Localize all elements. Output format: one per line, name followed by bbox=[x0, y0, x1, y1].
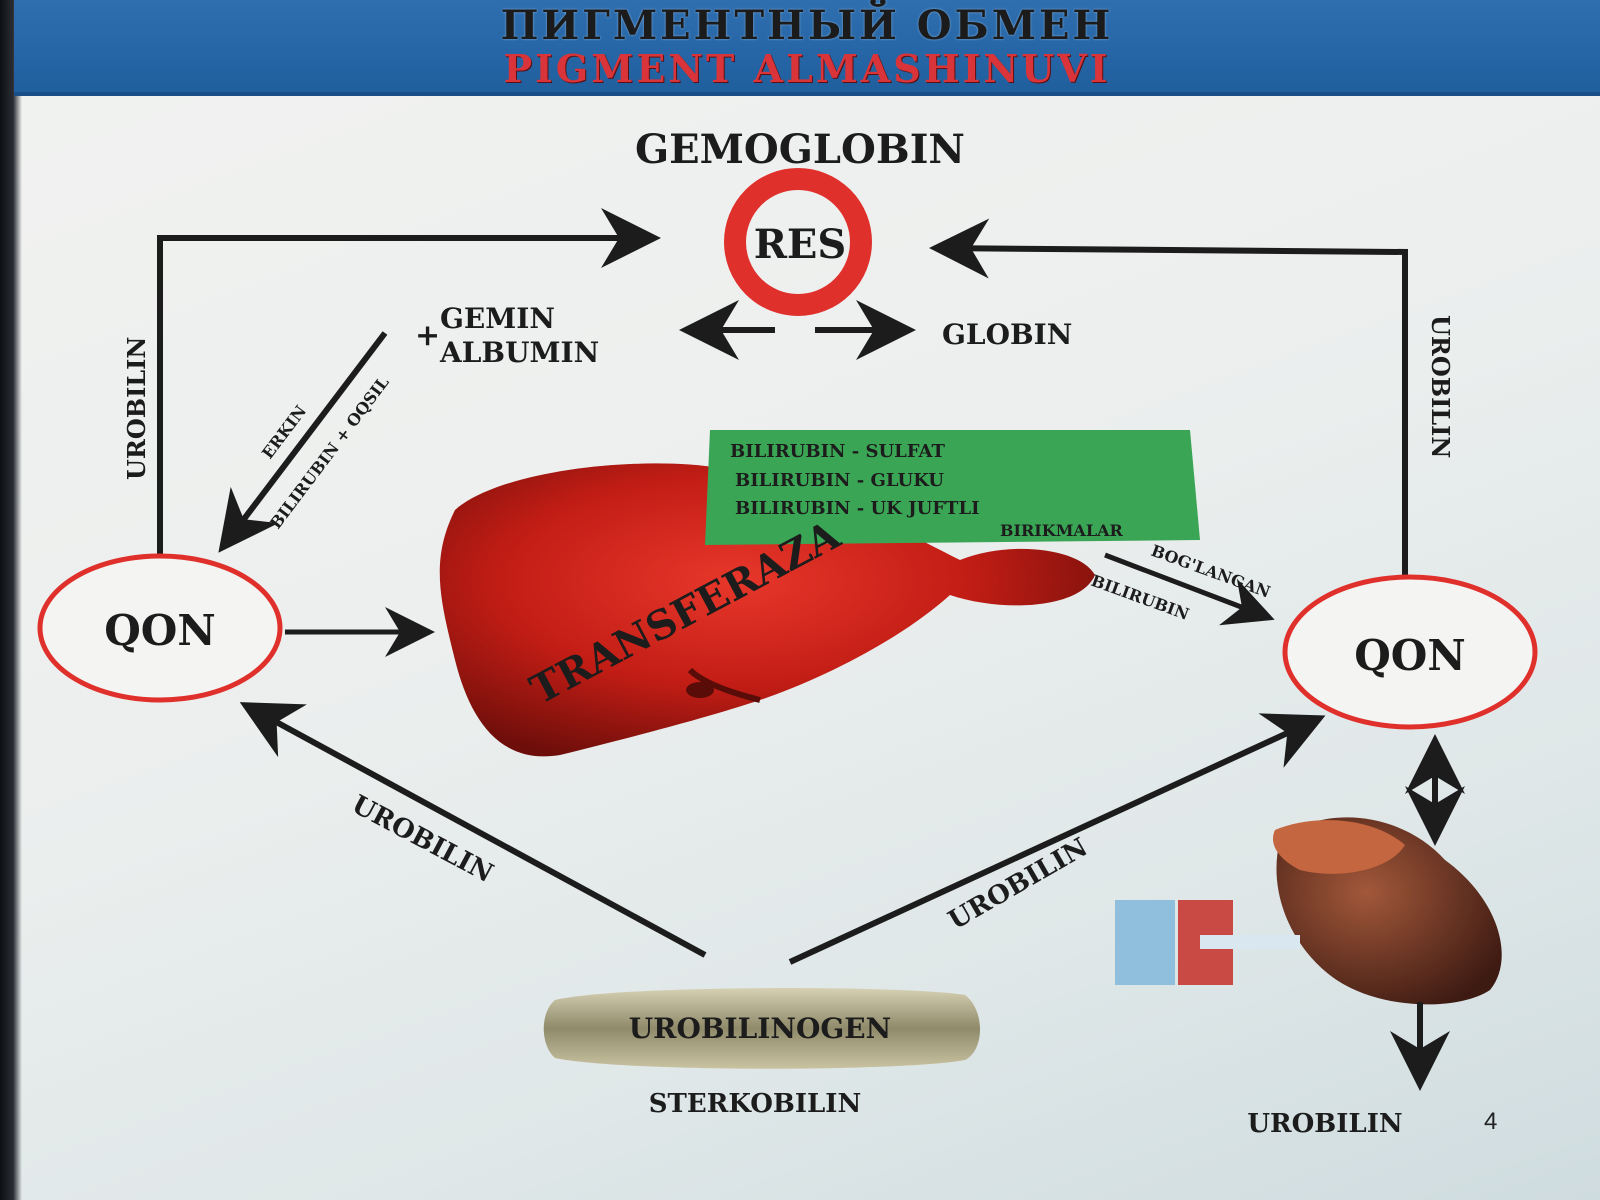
slide-header: ПИГМЕНТНЫЙ ОБМЕН PIGMENT ALMASHINUVI bbox=[14, 0, 1600, 96]
green-box-line-4: BIRIKMALAR bbox=[1000, 521, 1123, 540]
intestine-illustration: UROBILINOGEN bbox=[543, 988, 980, 1069]
globin-label: GLOBIN bbox=[942, 318, 1072, 351]
bilirubin-label: BILIRUBIN bbox=[1089, 571, 1192, 624]
green-box-line-2: BILIRUBIN - GLUKU bbox=[735, 470, 944, 491]
qon-right-label: QON bbox=[1354, 631, 1466, 680]
title-russian: ПИГМЕНТНЫЙ ОБМЕН bbox=[500, 2, 1114, 49]
arrow-qon-right-to-res bbox=[929, 218, 1408, 580]
arrow-liver-to-qon-right bbox=[1104, 552, 1275, 626]
liver-illustration bbox=[439, 463, 1096, 757]
qon-right-node: QON bbox=[1282, 574, 1538, 730]
title-uzbek: PIGMENT ALMASHINUVI bbox=[503, 46, 1111, 91]
urobilin-left-label: UROBILIN bbox=[122, 337, 151, 480]
arrow-albumin-to-qon-left bbox=[218, 331, 388, 553]
left-edge-shadow bbox=[0, 0, 22, 1200]
qon-left-label: QON bbox=[104, 606, 216, 655]
urobilinogen-label: UROBILINOGEN bbox=[629, 1012, 891, 1045]
green-box-line-3: BILIRUBIN - UK JUFTLI bbox=[735, 498, 980, 519]
erkin-label: ERKIN bbox=[258, 402, 310, 463]
plus-sign: + bbox=[415, 318, 440, 353]
gemin-label: GEMIN bbox=[440, 302, 555, 335]
conjugation-box: BILIRUBIN - SULFAT BILIRUBIN - GLUKU BIL… bbox=[705, 430, 1200, 545]
bilirubin-oqsil-label: BILIRUBIN + OQSIL bbox=[266, 373, 393, 532]
sterkobilin-label: STERKOBILIN bbox=[649, 1089, 861, 1119]
arrow-qon-left-to-res bbox=[157, 208, 661, 555]
res-label: RES bbox=[754, 221, 847, 268]
urobilin-right-label: UROBILIN bbox=[1426, 315, 1455, 458]
arrow-urobilinogen-to-qon-right bbox=[788, 713, 1326, 965]
arrow-urobilinogen-to-qon-left bbox=[239, 702, 707, 958]
gemoglobin-label: GEMOGLOBIN bbox=[635, 126, 965, 173]
res-node: RES bbox=[724, 168, 872, 316]
urobilin-bottom-label: UROBILIN bbox=[1247, 1109, 1402, 1139]
kidney-illustration bbox=[1115, 817, 1502, 1005]
qon-left-node: QON bbox=[37, 553, 283, 703]
albumin-label: ALBUMIN bbox=[439, 336, 599, 369]
page-number: 4 bbox=[1484, 1108, 1498, 1135]
boglangan-label: BOG'LANGAN bbox=[1149, 541, 1273, 602]
green-box-line-1: BILIRUBIN - SULFAT bbox=[730, 441, 946, 462]
